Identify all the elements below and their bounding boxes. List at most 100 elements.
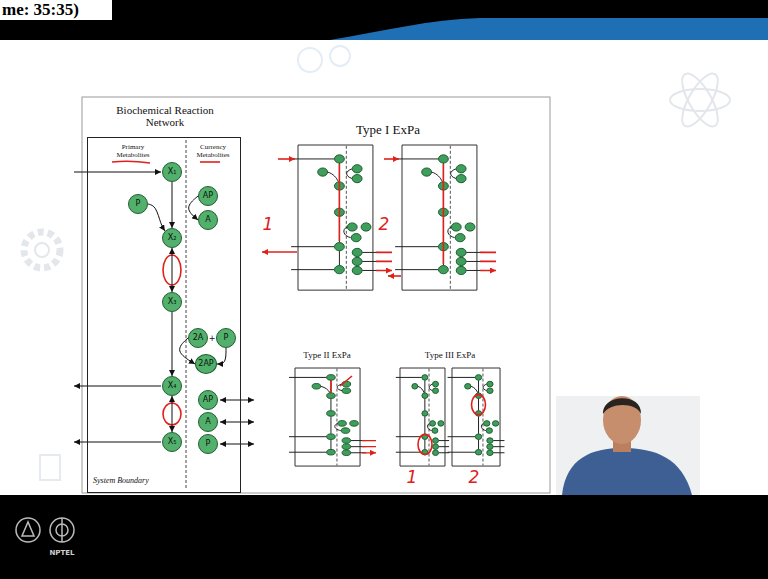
reaction-arrow (172, 312, 173, 376)
metabolite-circle: X₄ (162, 376, 182, 396)
text-slot: 2 (469, 467, 480, 487)
red-arrow (388, 275, 401, 277)
compartment-heading: Primary Metabolites (108, 143, 158, 159)
institute-logo (22, 522, 34, 536)
metabolite-circle: 2AP (195, 354, 217, 374)
pale-icon (298, 48, 322, 72)
reaction-arrow (148, 204, 165, 231)
metabolite-circle: A (198, 412, 218, 432)
metabolite-name: AP (203, 192, 213, 200)
handwritten-number: 2 (379, 214, 390, 234)
exchange-arrow (220, 422, 254, 423)
metabolite-circle: P (128, 194, 148, 214)
type-one-pathway (395, 145, 484, 290)
boundary-caption: System Boundary (93, 476, 149, 485)
presenter-ground (556, 396, 700, 495)
text-slot: + (209, 334, 216, 343)
text-slot: Biochemical Reaction Network (115, 104, 215, 128)
atom-icon (675, 69, 724, 132)
nptel-logo (56, 518, 68, 542)
exchange-arrow (220, 400, 254, 401)
type-one-pathway (291, 145, 380, 290)
presenter-face (603, 396, 641, 444)
metabolite-circle: 2A (188, 328, 208, 348)
red-arrow (376, 252, 392, 270)
text-slot: 2 (379, 214, 390, 234)
text-slot: Type I ExPa (356, 122, 420, 138)
red-arrow (384, 158, 399, 160)
reaction-arrow (217, 348, 226, 364)
text-slot: Type III ExPa (425, 350, 475, 360)
compartment-divider (186, 140, 187, 490)
text-slot: Type II ExPa (303, 350, 350, 360)
slide-panel (82, 97, 550, 493)
metabolite-circle: X₂ (162, 228, 182, 248)
nptel-logo (50, 518, 74, 542)
top-bar (0, 0, 768, 40)
plus-sign: + (209, 334, 216, 343)
text-slot: 1 (407, 467, 418, 487)
red-arrow (362, 441, 376, 453)
reaction-arrow (189, 196, 198, 220)
red-arrow (480, 252, 496, 270)
atom-icon (670, 89, 730, 111)
text-slot: NPTEL (49, 549, 74, 557)
reaction-arrow (172, 248, 173, 292)
exchange-arrow (220, 444, 254, 445)
metabolite-name: AP (203, 396, 213, 404)
red-path-mark (339, 164, 341, 241)
metabolite-name: X₅ (168, 438, 177, 446)
red-underline (200, 161, 220, 163)
type-three-pathway (396, 368, 449, 466)
metabolite-circle: P (216, 328, 236, 348)
red-path-mark (331, 376, 352, 393)
institute-logo (16, 518, 40, 542)
metabolite-name: X₃ (168, 298, 177, 306)
red-arrow (278, 158, 295, 160)
timestamp-ground (0, 0, 112, 20)
text-slot: System Boundary (93, 476, 149, 485)
metabolite-circle: AP (198, 186, 218, 206)
presenter (556, 396, 700, 495)
metabolite-name: A (205, 216, 210, 224)
red-circle-mark (472, 395, 486, 415)
metabolite-circle: X₅ (162, 432, 182, 452)
reaction-arrow (172, 182, 173, 228)
pale-icon (330, 46, 350, 66)
text-slot: Currency Metabolites (188, 143, 238, 159)
metabolite-circle: AP (198, 390, 218, 410)
metabolite-name: A (205, 418, 210, 426)
metabolite-name: X₄ (168, 382, 177, 390)
text-slot: me: 35:35) (2, 0, 79, 20)
red-arrow (262, 251, 297, 253)
text-slot: Primary Metabolites (108, 143, 158, 159)
presenter-hair (603, 398, 641, 414)
timestamp: me: 35:35) (2, 0, 79, 20)
logo-caption: NPTEL (49, 549, 74, 557)
text-slot: 1 (263, 214, 274, 234)
metabolite-name: X₁ (168, 168, 177, 176)
metabolite-circle: A (198, 210, 218, 230)
presenter-shirt (562, 448, 692, 495)
metabolite-name: 2A (193, 334, 204, 342)
handwritten-number: 1 (263, 214, 274, 234)
title-wave (330, 18, 768, 40)
panel-heading: Type I ExPa (356, 122, 420, 138)
type-two-pathway (289, 368, 366, 466)
metabolite-name: P (136, 200, 141, 208)
panel-heading: Type III ExPa (425, 350, 475, 360)
panel-heading: Type II ExPa (303, 350, 350, 360)
metabolite-circle: X₃ (162, 292, 182, 312)
reaction-arrow (172, 396, 173, 432)
metabolite-name: P (224, 334, 229, 342)
compartment-heading: Currency Metabolites (188, 143, 238, 159)
system-boundary: X₁PAPAX₂X₃2AP2APX₄APAPX₅Primary Metaboli… (87, 137, 241, 493)
red-underline (112, 161, 150, 163)
handwritten-number: 2 (469, 467, 480, 487)
metabolite-name: P (206, 440, 211, 448)
gear-icon (24, 232, 60, 268)
atom-icon (675, 69, 724, 132)
panel-heading: Biochemical Reaction Network (115, 104, 215, 128)
